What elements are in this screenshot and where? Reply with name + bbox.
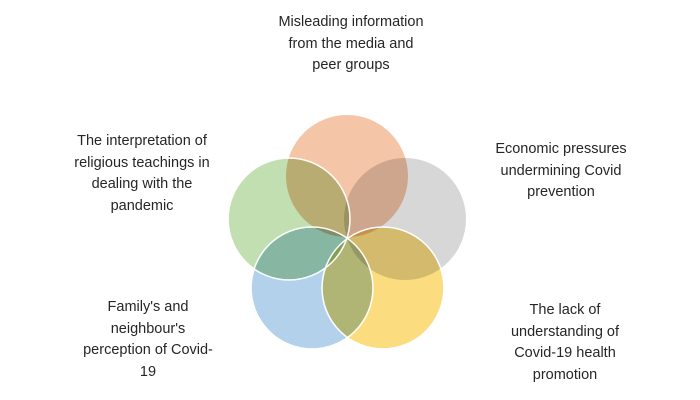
venn-label-economic-pressures: Economic pressures undermining Covid pre…	[495, 141, 627, 200]
venn-outline-health-promotion	[321, 226, 445, 350]
venn-label-family-neighbour-perception: Family's and neighbour's perception of C…	[83, 299, 213, 380]
venn-label-misleading-information: Misleading information from the media an…	[278, 14, 424, 73]
venn-label-religious-teachings: The interpretation of religious teaching…	[74, 133, 210, 214]
venn-label-health-promotion-understanding: The lack of understanding of Covid-19 he…	[510, 302, 620, 383]
venn-outline-religious	[227, 157, 351, 281]
venn-outline-family	[250, 226, 374, 350]
